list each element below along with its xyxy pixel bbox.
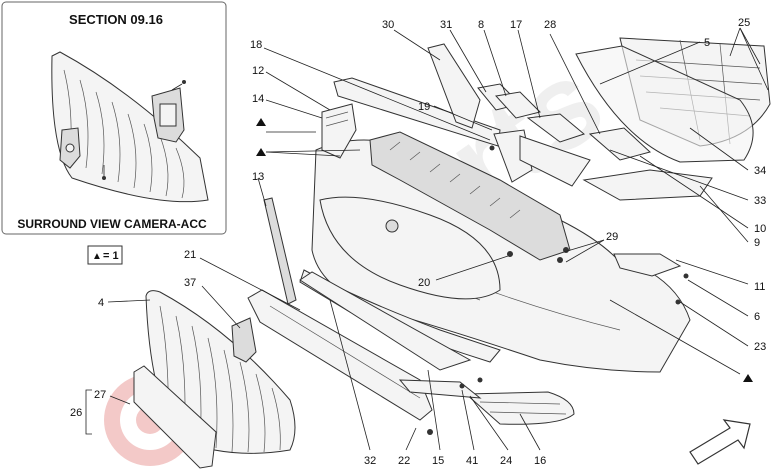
callout-32: 32: [364, 455, 376, 467]
callout-30: 30: [382, 19, 394, 31]
support-9: [582, 169, 713, 201]
side-strip: [263, 197, 297, 305]
callout-13: 13: [252, 171, 264, 183]
bracket-30: [427, 43, 481, 129]
plate-holder: [133, 365, 217, 469]
callout-11: 11: [754, 281, 765, 293]
inset-panel: SECTION 09.16 SURROUND VIEW CAMERA-ACC: [1, 1, 227, 235]
callout-15: 15: [432, 455, 444, 467]
reinforcement-beam: [369, 131, 571, 261]
camera-bracket: [231, 317, 257, 363]
grille-frame: [575, 45, 754, 163]
callout-26: 26: [70, 407, 82, 419]
inset-caption: SURROUND VIEW CAMERA-ACC: [17, 217, 207, 231]
legend: ▲ = 1: [87, 245, 123, 265]
lower-grille: [464, 391, 575, 425]
callout-21: 21: [184, 249, 196, 261]
triangle-markers: [256, 118, 753, 382]
callout-8: 8: [478, 19, 484, 31]
callout-29: 29: [606, 231, 618, 243]
direction-arrow: [689, 419, 751, 465]
bracket-8: [495, 91, 541, 119]
callout-33: 33: [754, 195, 766, 207]
lower-panel: [299, 271, 472, 371]
callout-27: 27: [94, 389, 106, 401]
callout-6: 6: [754, 311, 760, 323]
inset-section-title: SECTION 09.16: [69, 12, 163, 27]
callout-22: 22: [398, 455, 410, 467]
callout-19: 19: [418, 101, 430, 113]
callout-5: 5: [704, 37, 710, 49]
callout-4: 4: [98, 297, 104, 309]
callout-9: 9: [754, 237, 760, 249]
legend-symbol: ▲: [92, 251, 102, 262]
callout-23: 23: [754, 341, 766, 353]
callout-31: 31: [440, 19, 452, 31]
callout-28: 28: [544, 19, 556, 31]
callout-20: 20: [418, 277, 430, 289]
legend-text: = 1: [103, 250, 119, 262]
callout-37: 37: [184, 277, 196, 289]
headlamp-trim: [613, 253, 682, 277]
callout-10: 10: [754, 223, 766, 235]
callout-14: 14: [252, 93, 264, 105]
callout-12: 12: [252, 65, 264, 77]
callout-34: 34: [754, 165, 766, 177]
callout-16: 16: [534, 455, 546, 467]
left-bracket: [321, 103, 357, 159]
bracket-17: [526, 113, 586, 143]
callout-18: 18: [250, 39, 262, 51]
bracket-right: [519, 135, 591, 187]
inset-grille: [51, 51, 209, 203]
callout-41: 41: [466, 455, 478, 467]
callout-17: 17: [510, 19, 522, 31]
bracket-28: [588, 127, 652, 161]
callout-25: 25: [738, 17, 750, 29]
callout-24: 24: [500, 455, 512, 467]
